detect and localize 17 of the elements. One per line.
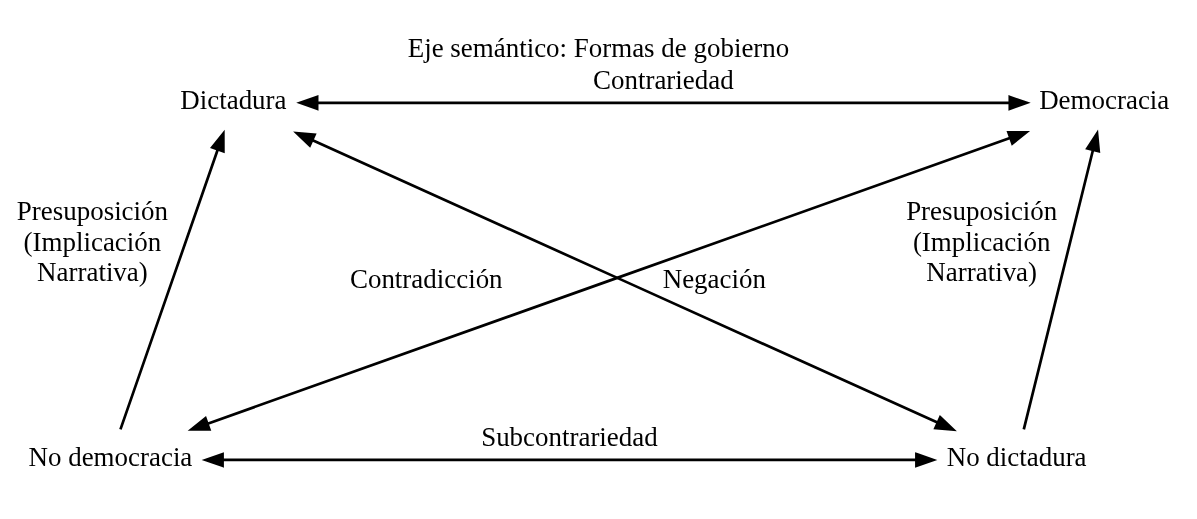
node-text: Democracia [1039, 85, 1170, 116]
node-text: Dictadura [180, 85, 287, 116]
arrow [119, 129, 225, 430]
node-text: No dictadura [946, 442, 1087, 473]
edge-label: Presuposición (Implicación Narrativa) [16, 196, 169, 287]
arrow [296, 95, 1031, 111]
arrow [293, 131, 957, 432]
edge-label: Contrariedad [593, 65, 734, 96]
edge-label: Contradicción [349, 263, 503, 294]
edge-label: Subcontrariedad [481, 422, 658, 453]
edge-label: Negación [662, 263, 766, 294]
diagram-title: Eje semántico: Formas de gobierno [407, 33, 790, 64]
arrow [1022, 129, 1101, 430]
arrow [201, 452, 938, 468]
node-text: No democracia [28, 442, 193, 473]
arrow [187, 130, 1031, 431]
edge-label: Presuposición (Implicación Narrativa) [906, 196, 1058, 288]
